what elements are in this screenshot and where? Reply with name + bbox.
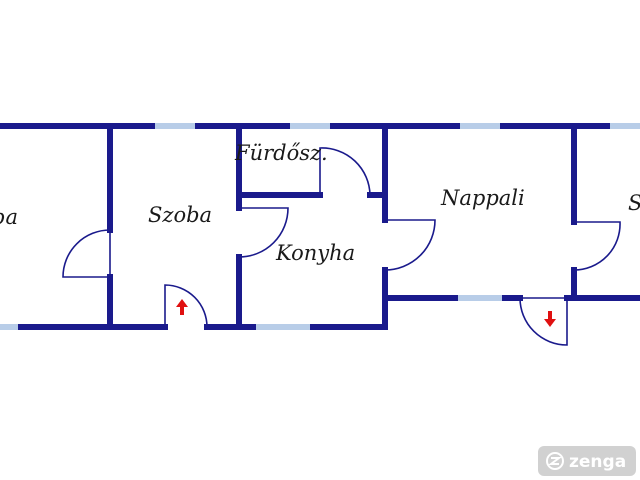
windows [0, 123, 640, 330]
entrance-arrow-up-icon [176, 299, 188, 315]
room-label-nappali: Nappali [440, 186, 525, 210]
door-nappali-right [573, 221, 621, 271]
door-szoba-konyha [238, 207, 289, 258]
room-label-szoba: Szoba [148, 203, 212, 227]
door-entrance-szoba [164, 284, 208, 328]
entrance-arrows [176, 299, 556, 327]
zenga-logo-icon [546, 452, 564, 470]
entrance-arrow-down-icon [544, 311, 556, 327]
door-left-szoba [62, 229, 111, 278]
doors [62, 147, 621, 346]
room-label-right: S [628, 191, 640, 215]
door-konyha-nappali [384, 219, 436, 271]
door-entrance-nappali [519, 297, 568, 346]
room-labels: ba Szoba Fürdősz. Konyha Nappali S [0, 141, 640, 265]
room-label-furdo: Fürdősz. [234, 141, 328, 165]
room-label-left: ba [0, 205, 18, 229]
interior-walls [107, 123, 577, 330]
watermark: zenga [538, 446, 636, 476]
door-furdo [319, 147, 371, 196]
watermark-text: zenga [569, 452, 626, 472]
room-label-konyha: Konyha [275, 241, 355, 265]
watermark-backdrop [538, 446, 636, 476]
